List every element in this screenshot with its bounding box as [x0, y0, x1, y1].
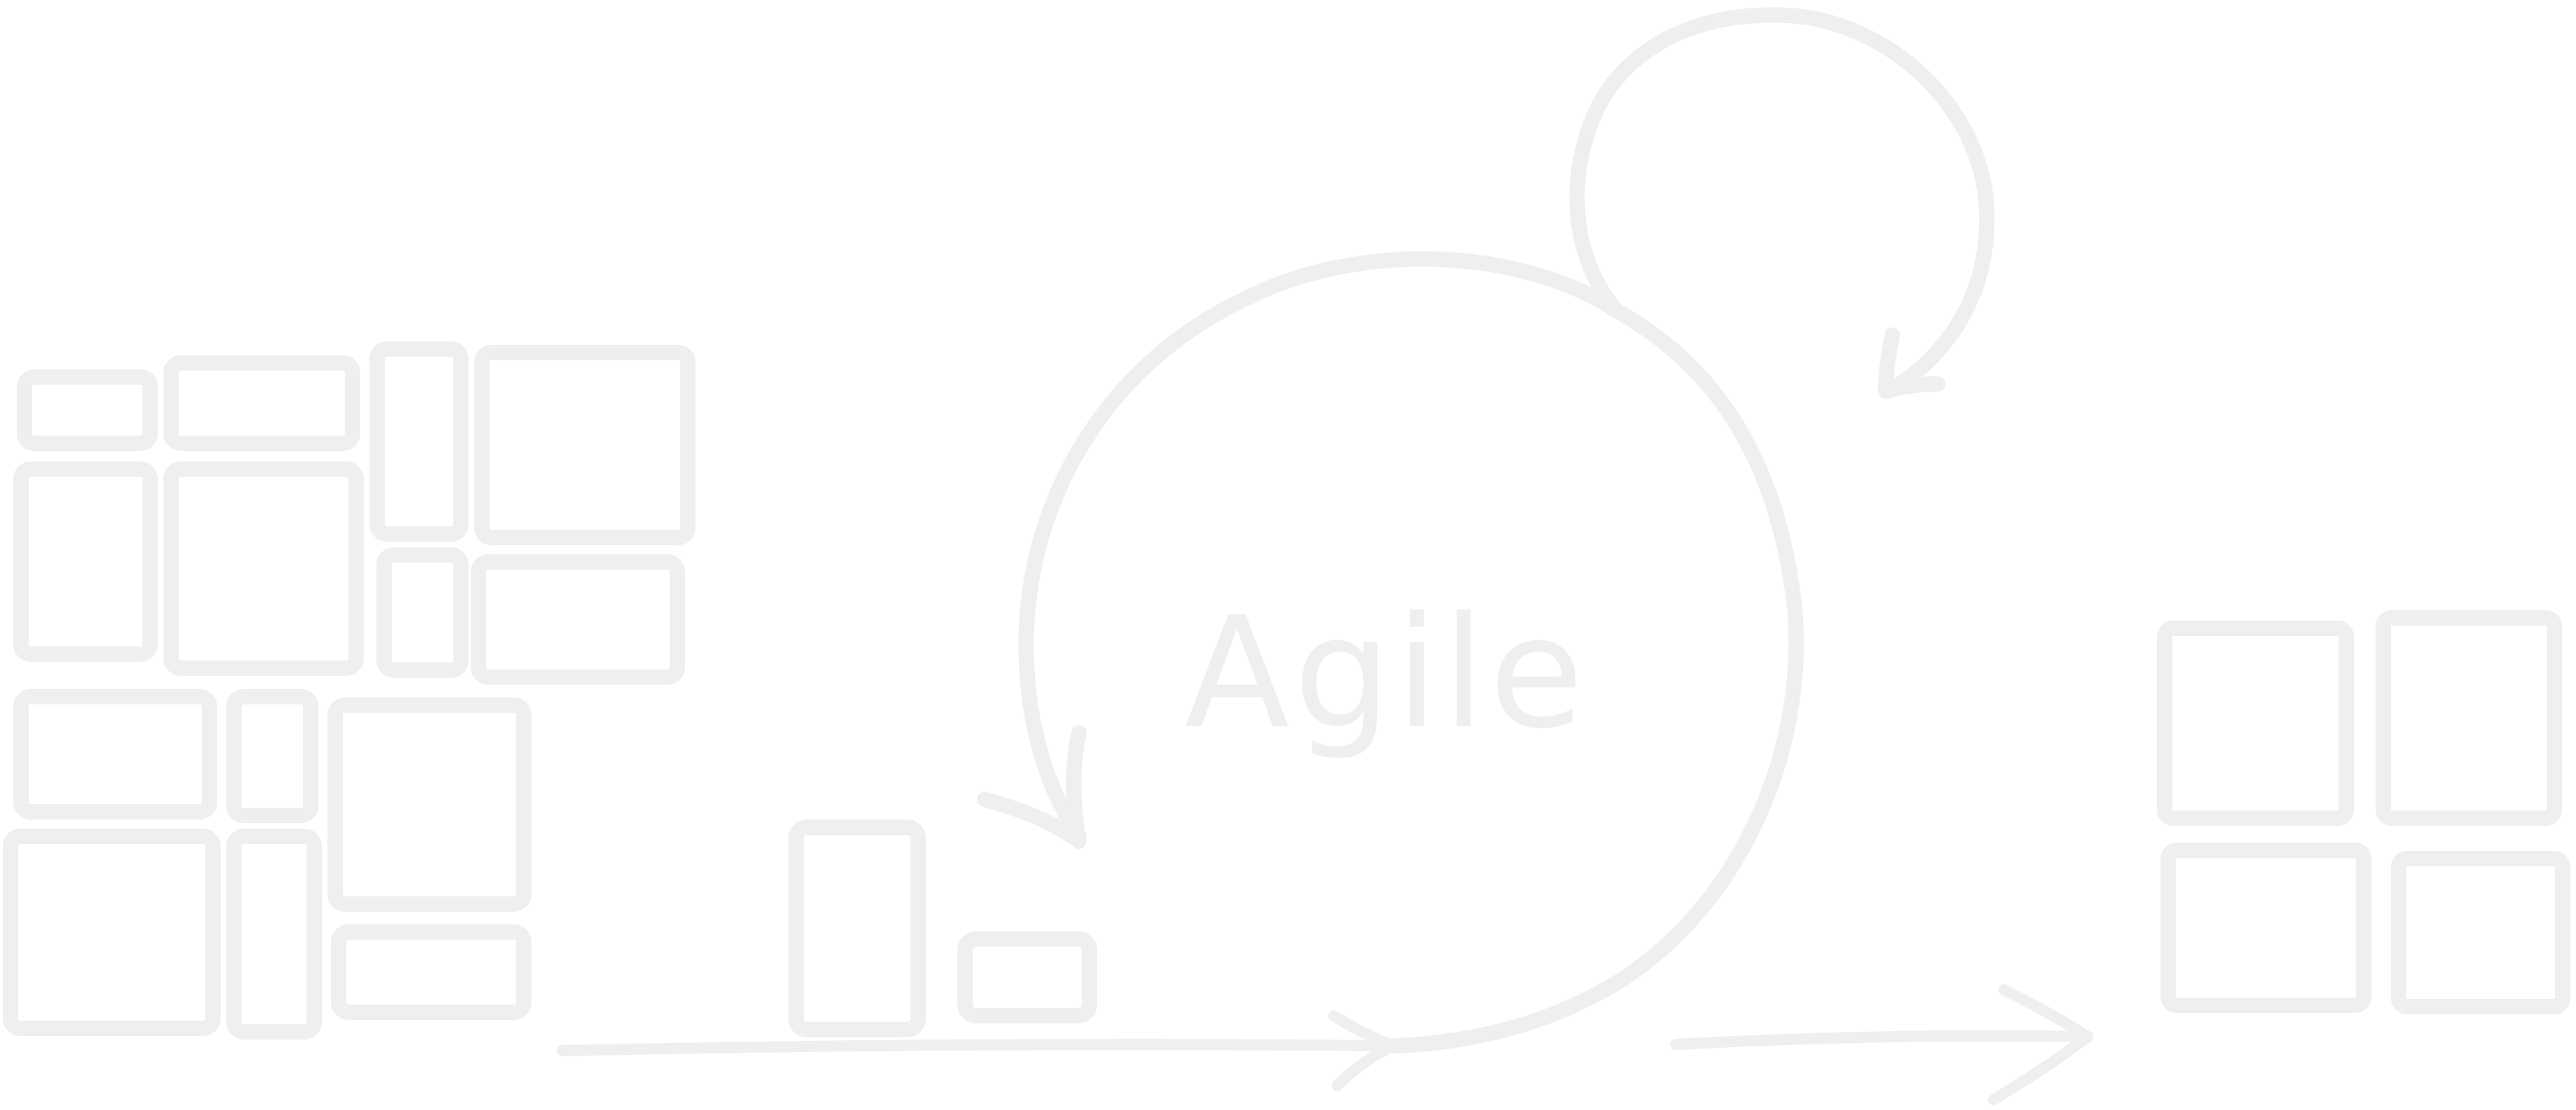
backlog-box — [376, 547, 469, 678]
product-increment-boxes — [2157, 610, 2570, 1014]
backlog-box — [163, 355, 360, 451]
backlog-box — [369, 341, 469, 542]
backlog-box — [3, 829, 221, 1036]
product-backlog-boxes — [3, 341, 695, 1039]
backlog-box — [331, 924, 531, 1020]
backlog-box — [163, 461, 364, 676]
increment-box — [2391, 851, 2570, 1014]
backlog-box — [471, 554, 685, 685]
backlog-box — [226, 829, 322, 1039]
backlog-box — [13, 461, 158, 662]
sprint-box — [957, 931, 1097, 1023]
delivery-arrow — [1670, 984, 2093, 1105]
backlog-box — [17, 369, 158, 451]
increment-box — [2161, 843, 2371, 1013]
sprint-backlog-boxes — [788, 820, 1097, 1037]
backlog-box — [327, 697, 531, 912]
agile-label: Agile — [1184, 584, 1588, 762]
increment-box — [2157, 621, 2354, 826]
daily-cycle-arrow — [1569, 7, 1995, 399]
timeline-arrow — [557, 1010, 1399, 1091]
increment-box — [2376, 610, 2562, 826]
backlog-box — [474, 345, 695, 545]
backlog-box — [13, 689, 217, 820]
sprint-cycle-arrow — [977, 251, 1804, 1053]
backlog-box — [226, 689, 318, 823]
sprint-box — [788, 820, 926, 1037]
